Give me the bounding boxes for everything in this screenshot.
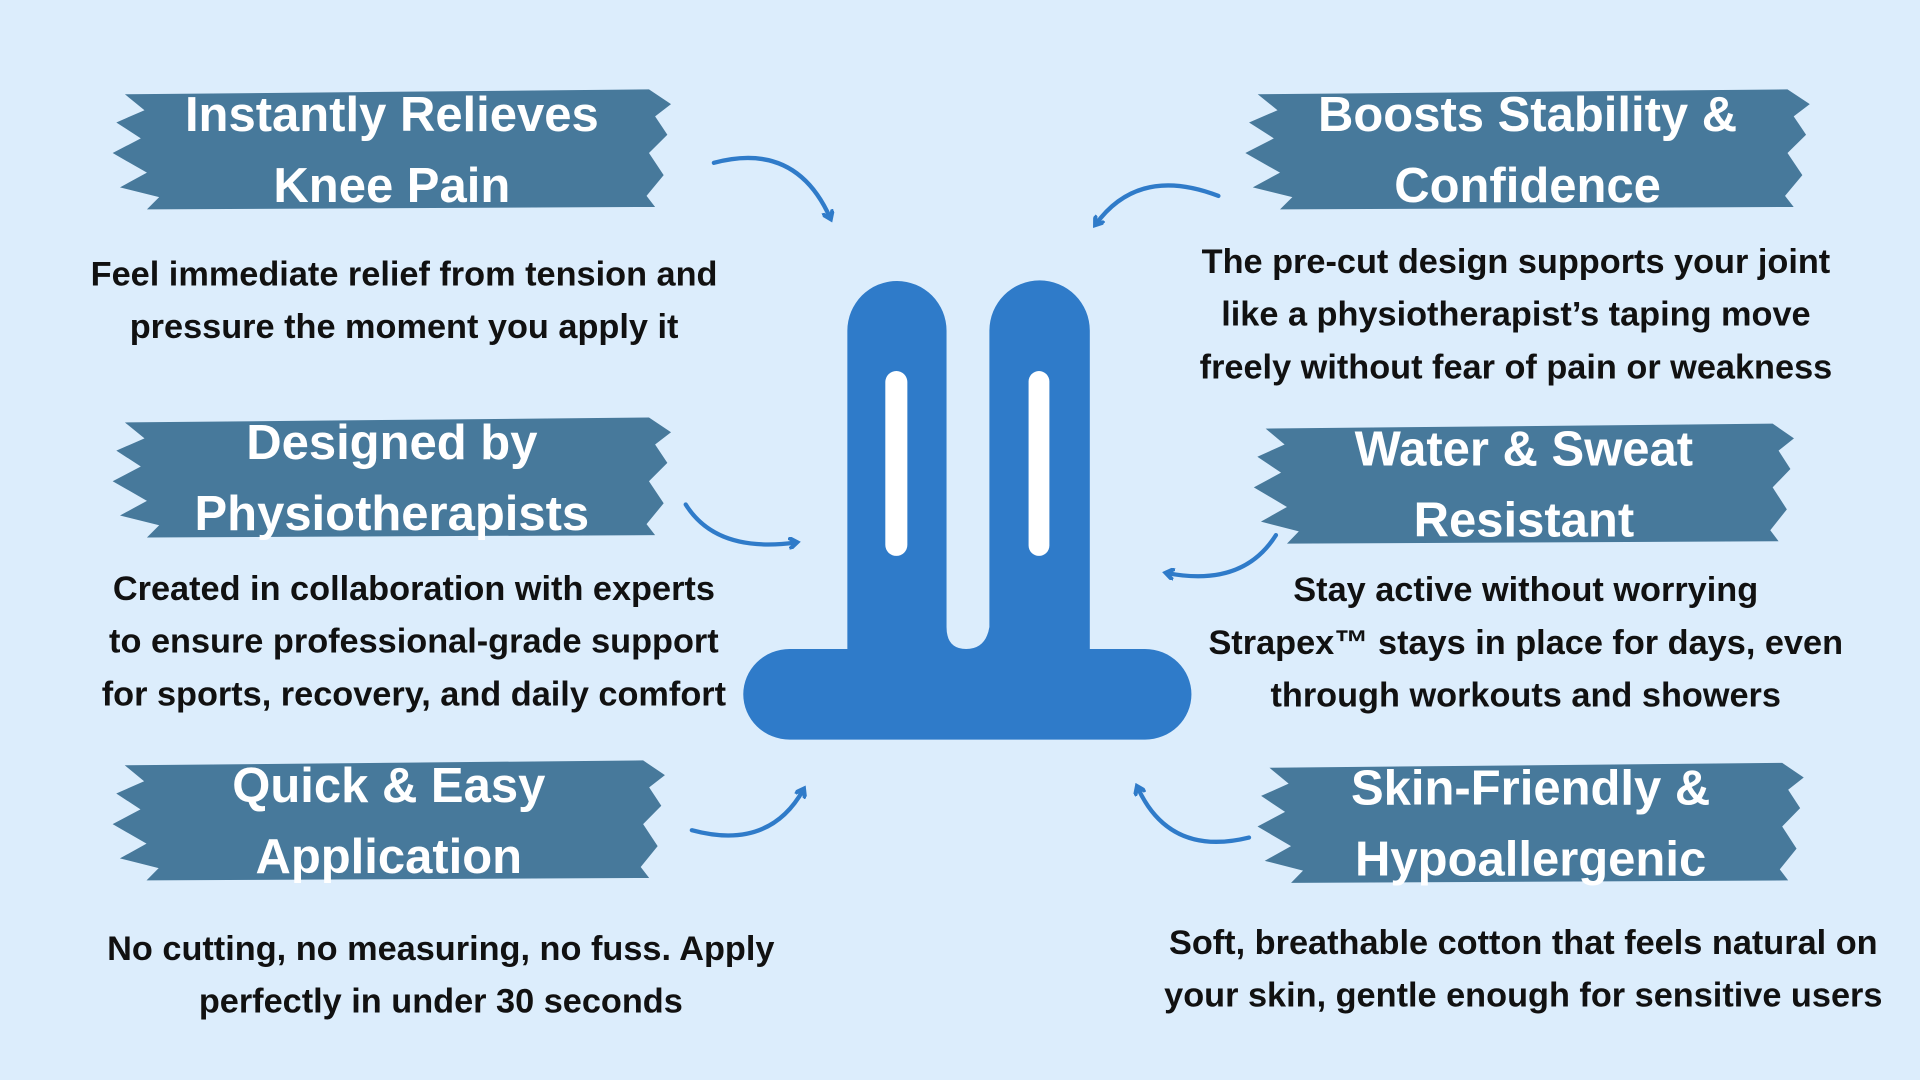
description-line: No cutting, no measuring, no fuss. Apply: [107, 929, 775, 968]
banner-title: Instantly Relieves: [184, 88, 599, 143]
description-line: Created in collaboration with experts: [112, 569, 715, 608]
banner-title: Knee Pain: [273, 159, 511, 214]
banner-title: Physiotherapists: [194, 487, 590, 542]
description-line: Strapex™ stays in place for days, even: [1208, 623, 1844, 662]
feature-banner-skin-friendly: Skin-Friendly & Hypoallergenic: [1255, 753, 1806, 888]
description-line: perfectly in under 30 seconds: [198, 982, 683, 1021]
arrow-icon: [1167, 532, 1279, 576]
feature-description: Created in collaboration with experts to…: [102, 562, 726, 720]
brush-stroke-icon: [112, 89, 672, 210]
banner-title: Resistant: [1413, 493, 1635, 548]
banner-title: Quick & Easy: [232, 759, 546, 814]
brush-stroke-icon: [1257, 762, 1804, 883]
arrow-icon: [711, 155, 830, 218]
banner-title: Hypoallergenic: [1355, 832, 1707, 887]
description-line: freely without fear of pain or weakness: [1199, 347, 1833, 386]
feature-description: Feel immediate relief from tension and p…: [91, 247, 718, 352]
knee-tape-image: [743, 280, 1192, 740]
description-line: for sports, recovery, and daily comfort: [101, 674, 727, 713]
feature-banner-physiotherapists: Designed by Physiotherapists: [110, 408, 673, 543]
description-line: Feel immediate relief from tension and: [90, 254, 718, 293]
description-line: Soft, breathable cotton that feels natur…: [1168, 923, 1878, 962]
feature-banner-stability: Boosts Stability & Confidence: [1243, 80, 1812, 215]
banner-title: Skin-Friendly &: [1350, 761, 1711, 816]
banner-title: Designed by: [246, 416, 538, 471]
banner-title: Application: [255, 830, 523, 885]
description-line: pressure the moment you apply it: [129, 307, 679, 346]
description-line: Stay active without worrying: [1293, 570, 1759, 609]
feature-description: Stay active without worrying Strapex™ st…: [1208, 563, 1843, 721]
feature-description: The pre-cut design supports your joint l…: [1200, 235, 1833, 393]
brush-stroke-icon: [1245, 89, 1810, 210]
description-line: The pre-cut design supports your joint: [1201, 242, 1831, 281]
banner-title: Confidence: [1394, 159, 1661, 214]
banner-title: Water & Sweat: [1354, 422, 1694, 477]
brush-stroke-icon: [1253, 423, 1794, 544]
brush-stroke-icon: [112, 760, 665, 881]
brush-stroke-icon: [112, 417, 672, 538]
feature-description: Soft, breathable cotton that feels natur…: [1164, 916, 1882, 1021]
feature-description: No cutting, no measuring, no fuss. Apply…: [107, 922, 774, 1027]
description-line: your skin, gentle enough for sensitive u…: [1164, 975, 1883, 1014]
description-line: like a physiotherapist’s taping move: [1221, 295, 1811, 334]
description-line: to ensure professional-grade support: [109, 622, 719, 661]
arrow-icon: [1096, 183, 1221, 224]
description-line: through workouts and showers: [1270, 675, 1781, 714]
banner-title: Boosts Stability &: [1318, 88, 1738, 143]
arrow-icon: [683, 502, 796, 544]
arrow-icon: [689, 790, 803, 838]
arrow-icon: [1138, 787, 1252, 844]
